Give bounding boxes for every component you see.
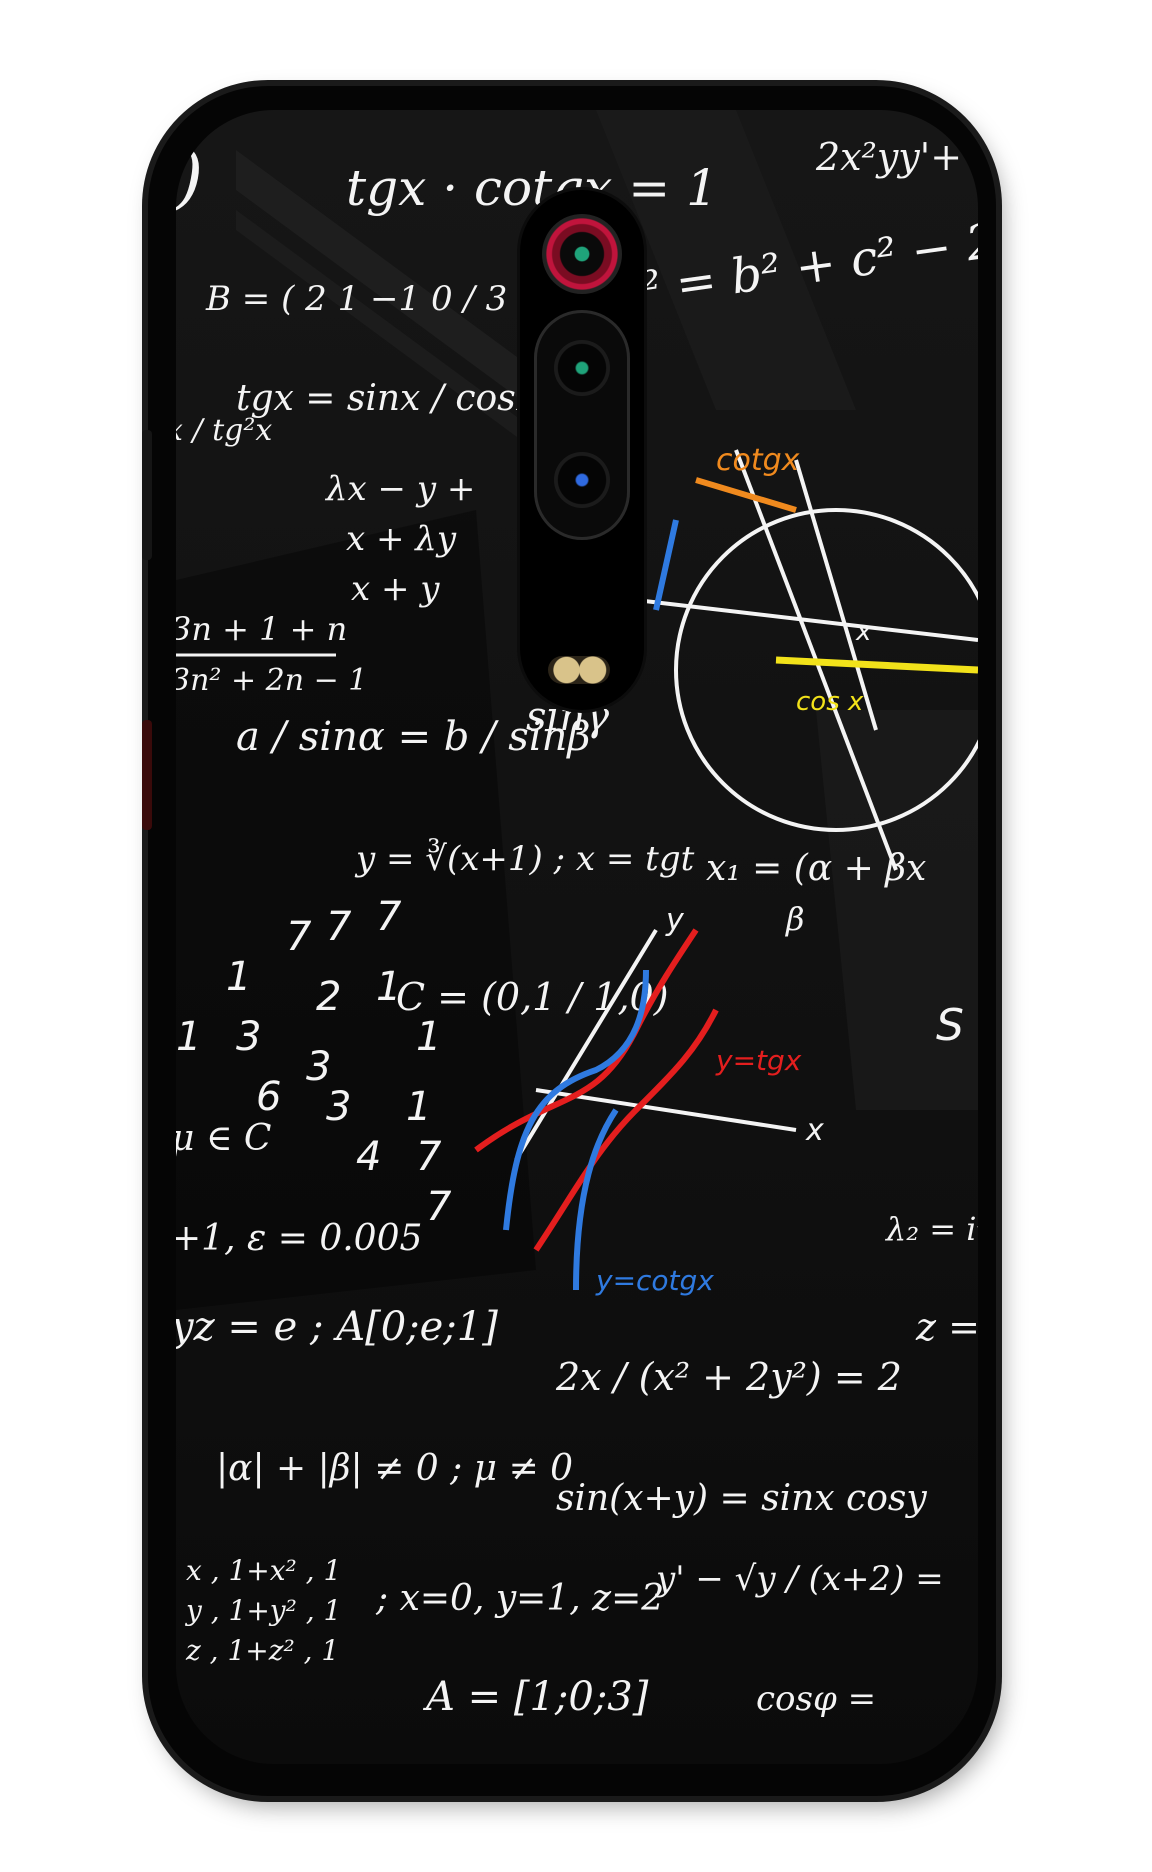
digit: 1 xyxy=(406,1084,431,1130)
digit: 1 xyxy=(376,964,401,1010)
camera-lens-main xyxy=(542,214,622,294)
volume-button xyxy=(142,430,152,560)
digit: 7 xyxy=(426,1184,452,1230)
camera-lens-wide xyxy=(554,340,610,396)
label-angle-x: x xyxy=(855,617,872,647)
eq-frac2: 2x / (x² + 2y²) = 2 xyxy=(555,1355,902,1399)
eq-poly: 2x²yy'+ xyxy=(815,135,962,179)
eq-abs: |α| + |β| ≠ 0 ; μ ≠ 0 xyxy=(216,1448,573,1489)
digit: 2 xyxy=(316,974,341,1020)
eq-tg-cotg: tgx · cotgx = 1 xyxy=(346,159,718,217)
eq-s-letter: S xyxy=(936,1000,964,1051)
eq-lambda1: λx − y + xyxy=(324,469,475,509)
eq-series-den: 3n² + 2n − 1 xyxy=(176,663,367,698)
eq-cbrt: y = ∛(x+1) ; x = tgt xyxy=(354,838,695,879)
eq-tg-def: tgx = sinx / cosx xyxy=(236,378,536,419)
tg-cotg-graph: y=tgx y=cotgx x y xyxy=(474,903,824,1297)
digit: 1 xyxy=(226,954,251,1000)
eq-paren: ) xyxy=(176,135,203,217)
eq-matrix-c: C = (0,1 / 1,0) xyxy=(396,975,669,1019)
eq-yprime: y' − √y / (x+2) = xyxy=(654,1559,944,1599)
eq-lambda2: x + λy xyxy=(346,519,457,559)
eq-series-num: 3n + 1 + n xyxy=(176,610,347,648)
eq-frac-left: x / tg²x xyxy=(176,413,272,448)
digit: 1 xyxy=(176,1014,201,1060)
label-y-tg: y=tgx xyxy=(715,1044,802,1077)
eq-beta: β xyxy=(785,900,805,938)
label-cotg: cotgx xyxy=(716,443,800,478)
eq-matrix-row3: z , 1+z² , 1 xyxy=(185,1634,339,1667)
digit: 4 xyxy=(356,1134,381,1180)
scattered-digits: 1 7 7 7 1 2 3 3 1 1 6 3 1 4 7 7 xyxy=(176,894,452,1230)
eq-sine-rule: a / sinα = b / sinβ xyxy=(236,714,591,760)
eq-sin-sum: sin(x+y) = sinx cosy xyxy=(556,1478,927,1519)
digit: 7 xyxy=(286,914,312,960)
eq-x1: x₁ = (α + βx xyxy=(706,848,926,889)
math-print: tgx · cotgx = 1 2x²yy'+ ) B = ( 2 1 −1 0… xyxy=(176,110,978,1764)
label-cos: cos x xyxy=(796,687,864,717)
eq-lambda3: x + y xyxy=(351,569,440,609)
digit: 7 xyxy=(376,894,402,940)
eq-a-vec: A = [1;0;3] xyxy=(422,1674,649,1720)
flash-icon xyxy=(548,656,610,684)
eq-matrix-row1: x , 1+x² , 1 xyxy=(186,1554,341,1587)
digit: 3 xyxy=(306,1044,331,1090)
math-print-artwork: tgx · cotgx = 1 2x²yy'+ ) B = ( 2 1 −1 0… xyxy=(176,110,978,1720)
eq-mu: μ ∈ C xyxy=(176,1118,271,1159)
camera-lens-tele xyxy=(554,452,610,508)
digit: 1 xyxy=(416,1014,441,1060)
eq-lambda2-i: λ₂ = i√ xyxy=(884,1210,978,1248)
eq-yz: yz = e ; A[0;e;1] xyxy=(176,1304,498,1350)
eq-eps: +1, ε = 0.005 xyxy=(176,1218,422,1259)
camera-module xyxy=(520,190,644,710)
label-y-axis: y xyxy=(665,903,685,938)
digit: 3 xyxy=(236,1014,261,1060)
power-button xyxy=(142,720,152,830)
digit: 7 xyxy=(416,1134,442,1180)
digit: 6 xyxy=(256,1074,281,1120)
eq-matrix-row2: y , 1+y² , 1 xyxy=(184,1594,341,1627)
eq-xyz: ; x=0, y=1, z=2 xyxy=(375,1578,664,1619)
digit: 7 xyxy=(326,904,352,950)
label-x-axis: x xyxy=(805,1113,824,1148)
trig-circle-diagram: cotgx tgx cos x x xyxy=(596,443,978,871)
eq-z: z = xyxy=(915,1305,978,1349)
digit: 3 xyxy=(326,1084,351,1130)
eq-cosphi: cosφ = xyxy=(756,1679,876,1719)
label-y-cotg: y=cotgx xyxy=(595,1264,714,1297)
